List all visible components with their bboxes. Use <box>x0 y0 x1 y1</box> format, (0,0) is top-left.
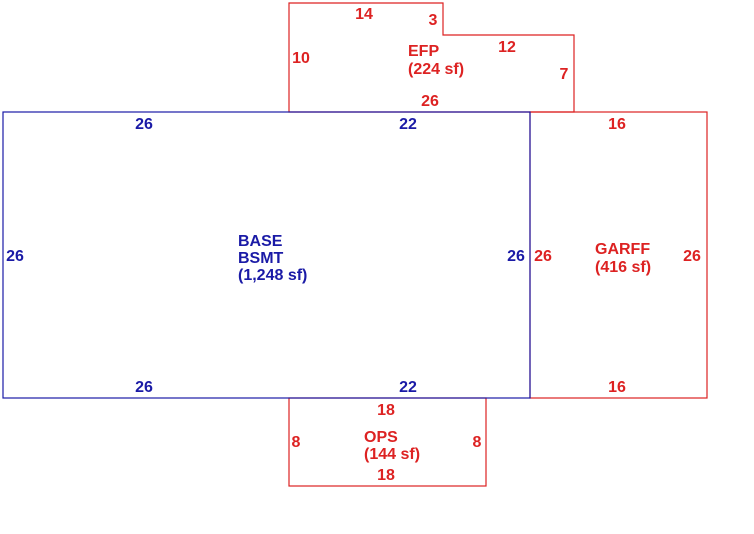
efp-name-label: EFP <box>408 43 439 60</box>
garff-dim-bottom: 16 <box>608 379 626 396</box>
garff-name-label: GARFF <box>595 241 650 258</box>
base-outline <box>2 111 531 399</box>
efp-dim-left: 10 <box>292 50 310 67</box>
base-area-label: (1,248 sf) <box>238 267 307 284</box>
efp-dim-top: 14 <box>355 6 373 23</box>
garff-area-label: (416 sf) <box>595 259 651 276</box>
base-dim-bottom-left: 26 <box>135 379 153 396</box>
base-dim-bottom-right: 22 <box>399 379 417 396</box>
ops-dim-top: 18 <box>377 402 395 419</box>
ops-dim-bottom: 18 <box>377 467 395 484</box>
base-dim-top-right: 22 <box>399 116 417 133</box>
garff-dim-left: 26 <box>534 248 552 265</box>
ops-area-label: (144 sf) <box>364 446 420 463</box>
efp-dim-right: 7 <box>560 66 569 83</box>
efp-dim-bottom: 26 <box>421 93 439 110</box>
base-dim-left: 26 <box>6 248 24 265</box>
base-dim-right: 26 <box>507 248 525 265</box>
ops-name-label: OPS <box>364 429 398 446</box>
base-dim-top-left: 26 <box>135 116 153 133</box>
ops-dim-right: 8 <box>473 434 482 451</box>
garff-dim-top: 16 <box>608 116 626 133</box>
efp-dim-step: 12 <box>498 39 516 56</box>
base-subname-label: BSMT <box>238 250 284 267</box>
base-name-label: BASE <box>238 233 283 250</box>
garff-dim-right: 26 <box>683 248 701 265</box>
ops-dim-left: 8 <box>292 434 301 451</box>
efp-area-label: (224 sf) <box>408 61 464 78</box>
efp-dim-notch: 3 <box>429 12 438 29</box>
